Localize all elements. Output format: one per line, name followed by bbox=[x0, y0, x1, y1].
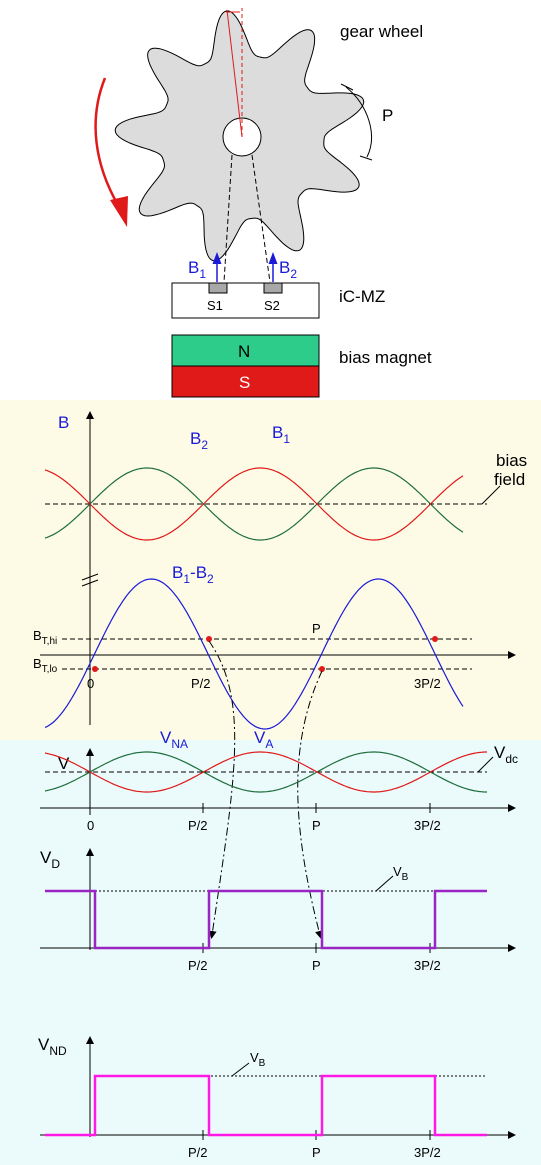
b1-label: B1 bbox=[188, 258, 206, 281]
v-tick-half: P/2 bbox=[188, 818, 208, 833]
magnet-south bbox=[171, 365, 320, 398]
bthi-label: BT,hi bbox=[33, 628, 57, 647]
b2-label: B2 bbox=[279, 258, 297, 281]
sensor-s2 bbox=[263, 282, 283, 294]
rotation-arrowhead bbox=[110, 196, 128, 227]
north-label: N bbox=[238, 342, 250, 361]
b-field-panel bbox=[0, 400, 541, 740]
b-tick-p: P bbox=[312, 621, 321, 636]
vnd-vb-pointer bbox=[231, 1062, 250, 1077]
diff-curve-label: B1-B2 bbox=[172, 563, 214, 586]
bias-magnet-label: bias magnet bbox=[339, 348, 432, 367]
pitch-tick-bottom bbox=[359, 155, 373, 161]
chip-body bbox=[171, 282, 320, 319]
transfer-arrow-1 bbox=[208, 640, 236, 939]
b-tick-3half: 3P/2 bbox=[414, 676, 441, 691]
vd-tick-half: P/2 bbox=[188, 958, 208, 973]
threshold-dots bbox=[92, 636, 438, 672]
gear-wheel-label: gear wheel bbox=[340, 22, 423, 41]
vna-label: VNA bbox=[160, 728, 188, 751]
sensor-s1 bbox=[208, 282, 228, 294]
vdc-label: Vdc bbox=[494, 743, 518, 766]
btlo-label: BT,lo bbox=[33, 656, 58, 675]
v-axes bbox=[40, 748, 516, 815]
pitch-dimension-arc bbox=[345, 86, 372, 158]
b-tick-half: P/2 bbox=[191, 676, 211, 691]
vd-tick-p: P bbox=[312, 958, 321, 973]
b-tick-0: 0 bbox=[87, 676, 94, 691]
s1-label: S1 bbox=[207, 298, 223, 313]
voltage-panel bbox=[0, 740, 541, 1165]
tooth-angle-line bbox=[226, 9, 243, 138]
vnd-vb-label: VB bbox=[250, 1050, 266, 1069]
vnd-square-wave bbox=[45, 1074, 487, 1137]
vd-tick-3half: 3P/2 bbox=[414, 958, 441, 973]
rotation-arrow bbox=[94, 77, 120, 206]
v-tick-p: P bbox=[312, 818, 321, 833]
transfer-arrow-2 bbox=[297, 670, 323, 939]
vdc-pointer bbox=[477, 756, 494, 773]
b-field-axes bbox=[40, 411, 516, 725]
chip-label: iC-MZ bbox=[339, 287, 385, 306]
bias-label-1: bias bbox=[496, 451, 527, 470]
b1-minus-b2-curve bbox=[44, 578, 464, 730]
b2-curve bbox=[44, 467, 464, 541]
b1-curve-label: B1 bbox=[272, 423, 290, 446]
v-tick-3half: 3P/2 bbox=[414, 818, 441, 833]
va-curve bbox=[44, 751, 487, 793]
vnd-axis-label: VND bbox=[38, 1035, 67, 1058]
vd-square-wave bbox=[45, 889, 487, 950]
vd-vb-pointer bbox=[375, 875, 394, 892]
flux-line-s1 bbox=[223, 154, 233, 283]
south-label: S bbox=[239, 373, 250, 392]
b1-curve bbox=[44, 467, 464, 541]
vnd-tick-p: P bbox=[312, 1145, 321, 1160]
bias-label-2: field bbox=[494, 470, 525, 489]
gear-wheel bbox=[114, 10, 365, 262]
vd-vb-label: VB bbox=[393, 864, 409, 883]
vnd-tick-half: P/2 bbox=[188, 1145, 208, 1160]
vnd-tick-3half: 3P/2 bbox=[414, 1145, 441, 1160]
s2-label: S2 bbox=[264, 298, 280, 313]
flux-line-s2 bbox=[251, 154, 271, 283]
pitch-tick-top bbox=[340, 83, 354, 91]
magnet-north bbox=[171, 334, 320, 367]
v-axis-label: V bbox=[58, 754, 70, 773]
v-tick-0: 0 bbox=[87, 818, 94, 833]
va-label: VA bbox=[254, 728, 273, 751]
pitch-label: P bbox=[382, 106, 393, 125]
bias-field-pointer bbox=[481, 485, 501, 505]
b2-curve-label: B2 bbox=[190, 429, 208, 452]
vna-curve bbox=[44, 751, 487, 793]
vd-axis-label: VD bbox=[40, 848, 60, 871]
b-axis-label: B bbox=[58, 413, 69, 432]
